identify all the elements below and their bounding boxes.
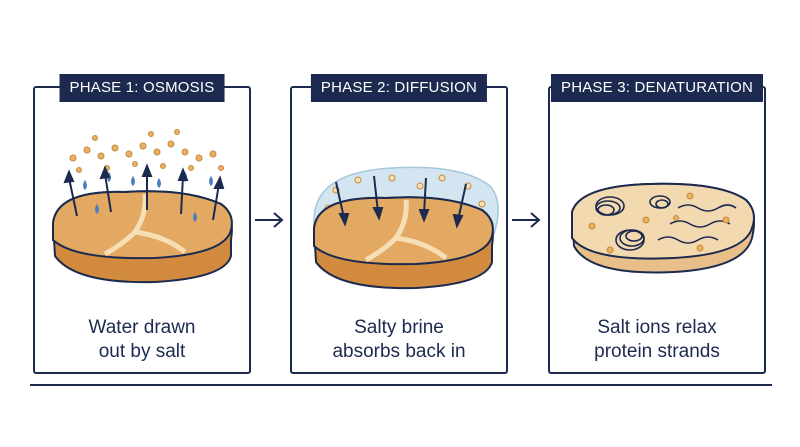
inward-arrows	[335, 175, 467, 229]
denaturation-illustration	[570, 182, 755, 274]
caption-line: Salty brine	[354, 317, 444, 338]
right-arrow-icon	[512, 212, 541, 228]
phase-1-panel: PHASE 1: OSMOSIS	[33, 74, 251, 374]
outward-arrows	[63, 163, 225, 221]
caption-line: absorbs back in	[332, 341, 466, 362]
osmosis-illustration	[51, 129, 233, 284]
phase-1-title: PHASE 1: OSMOSIS	[59, 74, 225, 102]
caption-line: Salt ions relax	[597, 317, 717, 338]
right-arrow-icon	[255, 212, 284, 228]
baseline-divider	[30, 384, 772, 386]
relaxed-strands	[657, 204, 737, 244]
diffusion-illustration	[312, 166, 499, 290]
caption-line: protein strands	[594, 341, 720, 362]
phase-2-panel: PHASE 2: DIFFUSION Salty brine absorbs b…	[290, 74, 508, 374]
phase-2-title: PHASE 2: DIFFUSION	[310, 74, 488, 102]
salt-ions	[588, 192, 730, 254]
steak	[51, 190, 233, 284]
phase-3-caption: Salt ions relax protein strands	[550, 316, 764, 364]
caption-line: out by salt	[98, 341, 186, 362]
caption-line: Water drawn	[88, 317, 196, 338]
phase-2-caption: Salty brine absorbs back in	[292, 316, 506, 364]
relaxed-steak	[570, 182, 755, 274]
phase-3-title: PHASE 3: DENATURATION	[550, 74, 764, 102]
phase-3-panel: PHASE 3: DENATURATION Salt ions relax pr…	[548, 74, 766, 374]
coiled-proteins	[595, 195, 671, 251]
steak	[312, 196, 494, 290]
phase-1-caption: Water drawn out by salt	[35, 316, 249, 364]
